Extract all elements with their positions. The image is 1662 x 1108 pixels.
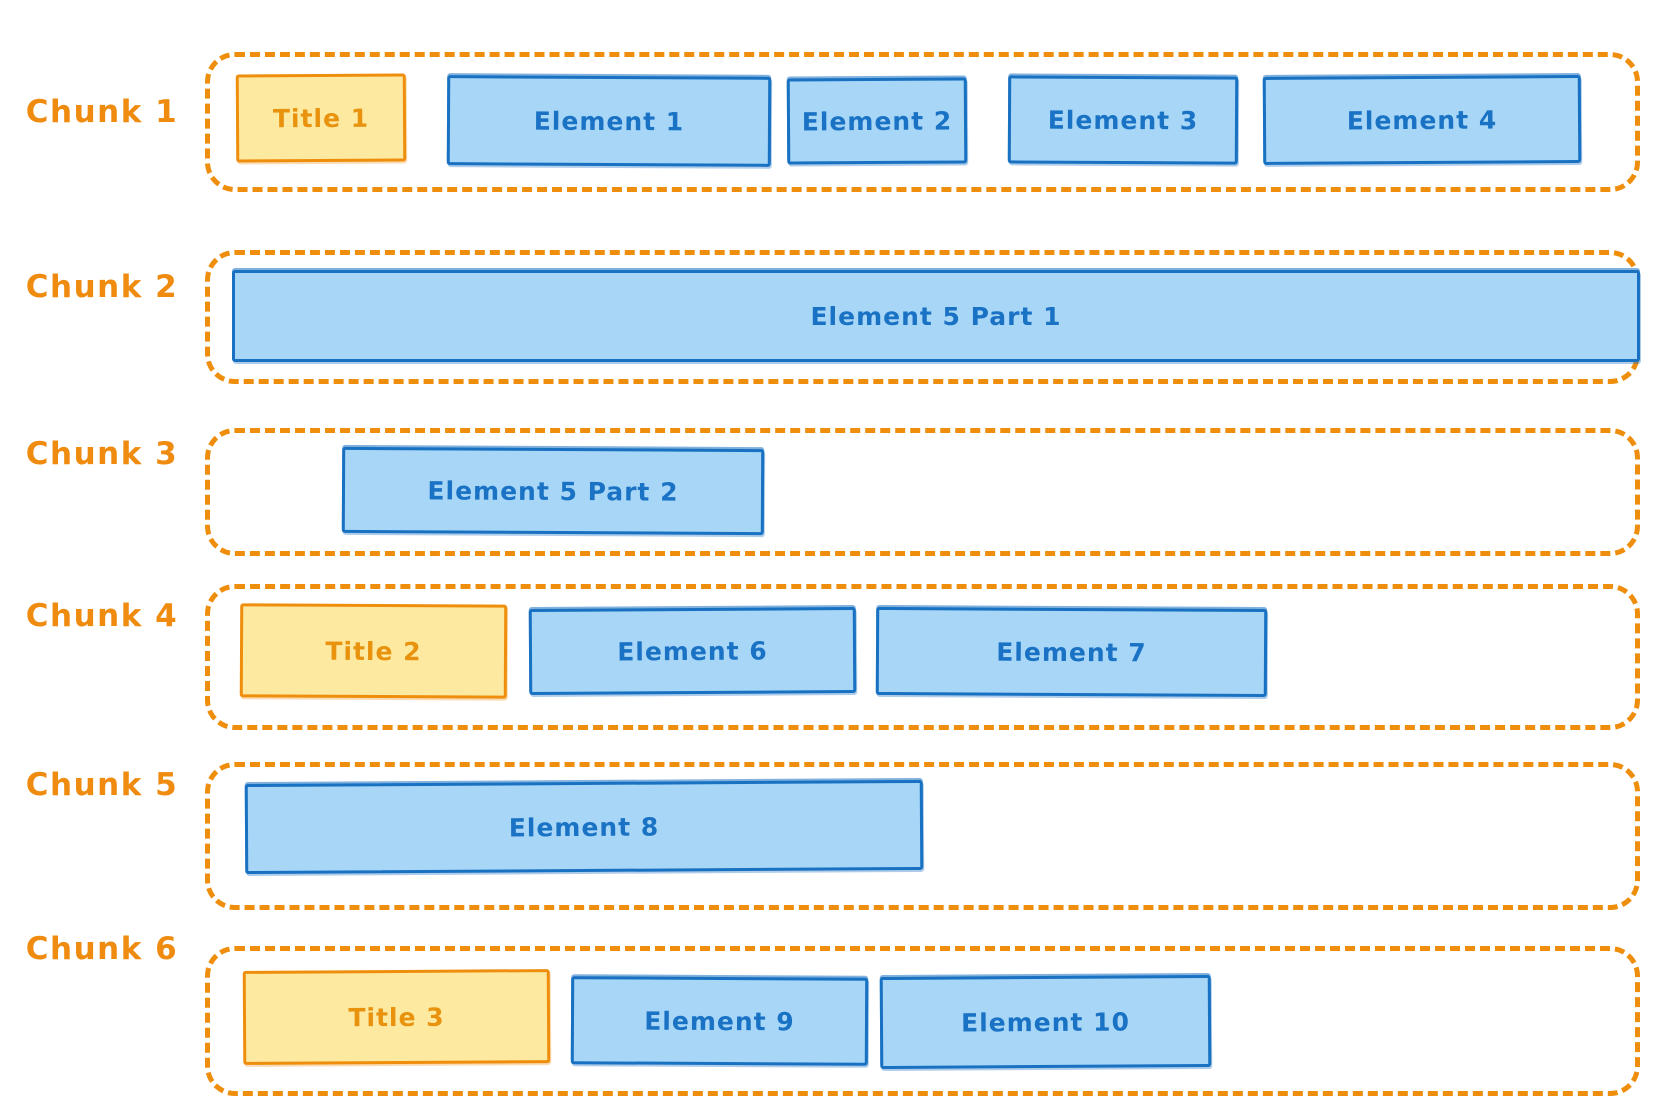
chunk-label: Chunk 2 [25, 269, 179, 305]
chunk-5-container: Element 8 [205, 762, 1640, 910]
title-3-box: Title 3 [242, 969, 551, 1065]
chunk-6-container: Title 3 Element 9 Element 10 [205, 946, 1640, 1096]
title-2-box: Title 2 [239, 603, 508, 699]
element-8-box: Element 8 [244, 779, 924, 875]
element-4-box: Element 4 [1262, 75, 1582, 165]
chunk-label: Chunk 5 [25, 767, 179, 803]
element-1-box: Element 1 [446, 75, 772, 167]
chunk-label: Chunk 1 [25, 94, 179, 130]
element-3-box: Element 3 [1007, 75, 1239, 165]
element-10-box: Element 10 [879, 974, 1212, 1070]
element-2-box: Element 2 [786, 77, 968, 165]
chunk-label: Chunk 6 [25, 931, 179, 967]
element-5-part-1-box: Element 5 Part 1 [232, 270, 1640, 362]
chunk-1-container: Title 1 Element 1 Element 2 Element 3 El… [205, 52, 1640, 192]
element-6-box: Element 6 [528, 607, 857, 695]
chunk-label: Chunk 4 [25, 598, 179, 634]
chunk-2-container: Element 5 Part 1 [205, 250, 1640, 384]
chunk-3-container: Element 5 Part 2 [205, 428, 1640, 556]
element-5-part-2-box: Element 5 Part 2 [341, 446, 765, 536]
element-9-box: Element 9 [570, 976, 869, 1066]
chunk-label: Chunk 3 [25, 436, 179, 472]
chunk-4-container: Title 2 Element 6 Element 7 [205, 584, 1640, 730]
title-1-box: Title 1 [235, 73, 407, 163]
element-7-box: Element 7 [875, 606, 1268, 698]
